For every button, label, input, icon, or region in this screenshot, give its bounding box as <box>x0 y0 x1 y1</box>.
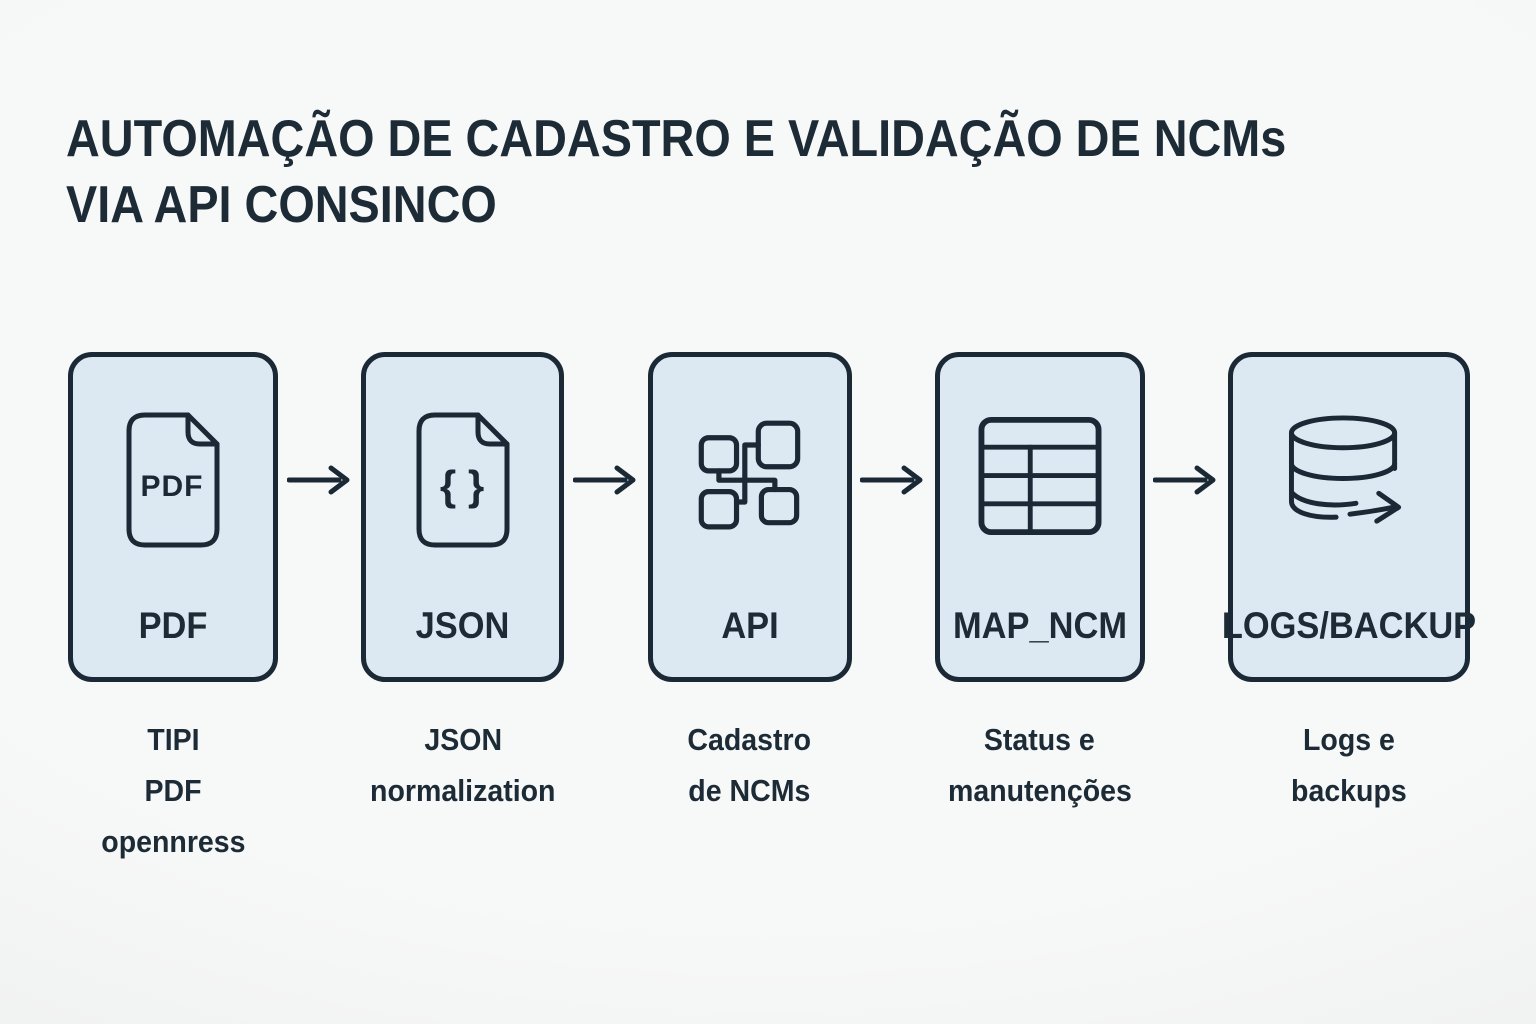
caption-line: JSON <box>423 722 502 757</box>
step-label-json: JSON <box>415 605 510 646</box>
caption-line: normalization <box>370 773 556 808</box>
pdf-document-icon: PDF <box>73 409 273 551</box>
caption-api: Cadastro de NCMs <box>648 714 852 816</box>
json-icon-text: { } <box>440 462 484 509</box>
caption-line: TIPI <box>146 722 200 757</box>
title-line-1: AUTOMAÇÃO DE CADASTRO E VALIDAÇÃO DE NCM… <box>66 110 1287 168</box>
caption-line: Cadastro <box>687 722 812 757</box>
arrow-4 <box>1145 352 1228 682</box>
step-label-pdf: PDF <box>138 605 208 646</box>
step-box-api: API <box>647 352 852 682</box>
caption-pdf: TIPI PDF opennress <box>68 714 278 867</box>
arrow-right-icon <box>1153 465 1216 495</box>
caption-line: Logs e <box>1303 722 1395 757</box>
arrow-right-icon <box>860 465 923 495</box>
caption-json: JSON normalization <box>361 714 564 816</box>
json-document-icon: { } <box>366 409 559 551</box>
arrow-right-icon <box>286 465 350 495</box>
step-box-json: { } JSON <box>361 352 565 682</box>
step-label-api: API <box>720 605 779 646</box>
api-nodes-icon <box>653 417 847 531</box>
step-box-logs-backup: LOGS/BACKUP <box>1222 352 1476 682</box>
table-icon <box>940 415 1140 537</box>
arrow-2 <box>564 352 647 682</box>
caption-line: de NCMs <box>688 773 811 808</box>
arrow-1 <box>278 352 361 682</box>
step-label-map-ncm: MAP_NCM <box>952 605 1127 646</box>
caption-map-ncm: Status e manutenções <box>935 714 1145 816</box>
caption-line: opennress <box>100 824 246 859</box>
title-line-2: VIA API CONSINCO <box>66 176 497 234</box>
captions-row: TIPI PDF opennress JSON normalization Ca… <box>68 714 1470 867</box>
caption-line: Status e <box>984 722 1096 757</box>
arrow-3 <box>852 352 935 682</box>
step-box-pdf: PDF PDF <box>68 352 278 682</box>
database-backup-icon <box>1233 412 1465 536</box>
arrow-right-icon <box>572 465 636 495</box>
caption-line: PDF <box>144 773 202 808</box>
flow-row: PDF PDF { } JSON <box>68 352 1476 682</box>
caption-logs-backup: Logs e backups <box>1228 714 1470 816</box>
step-box-map-ncm: MAP_NCM <box>934 352 1145 682</box>
caption-line: backups <box>1291 773 1407 808</box>
caption-line: manutenções <box>947 773 1132 808</box>
pdf-icon-text: PDF <box>141 470 204 503</box>
page-title: AUTOMAÇÃO DE CADASTRO E VALIDAÇÃO DE NCM… <box>66 106 1286 238</box>
step-label-logs-backup: LOGS/BACKUP <box>1221 605 1477 646</box>
